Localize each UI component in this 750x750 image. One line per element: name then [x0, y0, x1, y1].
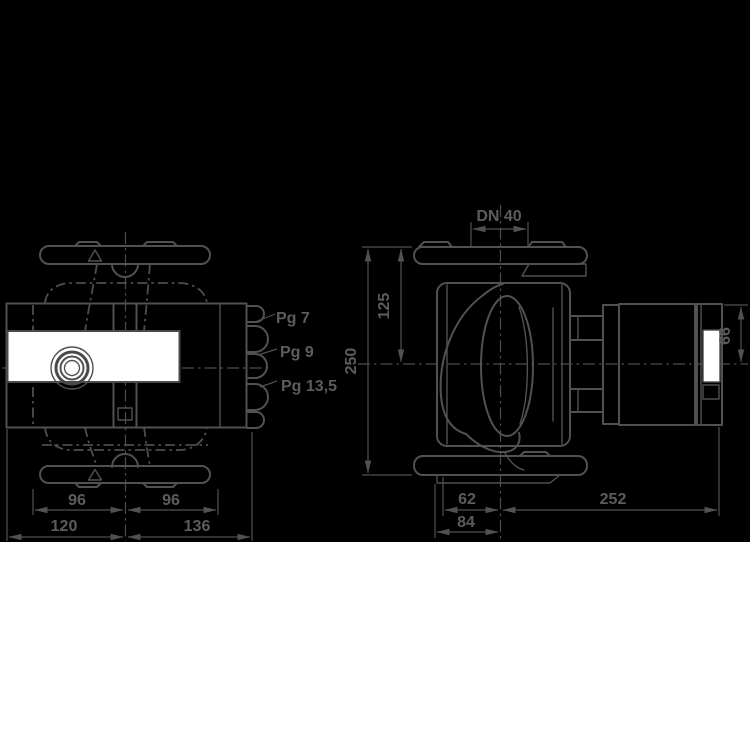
- dim-label-84: 84: [457, 514, 475, 531]
- page-background-lower: [0, 542, 750, 750]
- motor-label-step: [702, 384, 720, 400]
- gland-hook-top: [246, 305, 265, 323]
- motor-label-plate: [702, 329, 721, 383]
- dim-label-66: 66: [717, 327, 734, 345]
- lower-neck-left: [84, 426, 98, 467]
- motor-body: [618, 303, 696, 426]
- dim-label-dn40: DN 40: [476, 208, 521, 225]
- gland-hook-bottom: [246, 411, 265, 429]
- dim-label-136: 136: [184, 518, 211, 535]
- pump-body-top-dome: [44, 282, 208, 304]
- motor-end-cap: [696, 303, 723, 426]
- gland-label-pg13: Pg 13,5: [281, 378, 337, 395]
- leader-pg9: [257, 348, 278, 356]
- volute-tongue-curve: [465, 432, 521, 453]
- dim-label-96-left: 96: [68, 492, 86, 509]
- volute-neck-curve: [481, 283, 504, 297]
- port-circle-outer: [50, 346, 94, 390]
- side-top-union-bar: [413, 246, 588, 265]
- gland-bump-pg13: [246, 383, 269, 411]
- bottom-pipe-union-bar: [39, 465, 211, 484]
- top-union-nut-arch: [111, 263, 139, 278]
- side-top-union-step: [521, 263, 587, 277]
- gland-bump-pg7: [246, 325, 269, 353]
- dim-label-96-right: 96: [162, 492, 180, 509]
- bottom-union-nut-arch: [111, 453, 139, 468]
- side-top-bar-bump-left: [418, 241, 453, 248]
- box-detail-clip: [117, 407, 133, 421]
- nameplate-panel: [6, 330, 181, 383]
- pump-housing-outline: [436, 282, 571, 447]
- dim-label-120: 120: [51, 518, 78, 535]
- side-top-bar-bump-right: [527, 241, 567, 248]
- port-circle-ring: [54, 350, 90, 386]
- leader-pg7: [254, 313, 276, 323]
- side-bottom-union-bar: [413, 455, 588, 476]
- neck-outline-right: [143, 263, 151, 332]
- flow-direction-triangle-bottom: [87, 468, 103, 481]
- top-pipe-union-bar: [39, 245, 211, 265]
- dim-label-250: 250: [343, 348, 360, 375]
- gland-label-pg9: Pg 9: [280, 344, 314, 361]
- gland-bump-pg9: [246, 353, 268, 379]
- bottom-bar-bump-left: [74, 482, 102, 488]
- side-view: DN 40: [343, 205, 748, 541]
- volute-spiral-curve: [439, 295, 483, 435]
- bottom-bar-bump-right: [142, 482, 178, 488]
- neck-outline-left: [84, 263, 98, 332]
- gland-label-pg7: Pg 7: [276, 310, 310, 327]
- side-bottom-bar-bump: [519, 451, 551, 457]
- flow-direction-triangle-top: [87, 249, 103, 262]
- dim-label-252: 252: [600, 491, 627, 508]
- leader-pg13: [259, 380, 278, 388]
- port-circle-mid: [59, 355, 85, 381]
- top-bar-bump-right: [142, 241, 178, 247]
- impeller-crescent: [518, 306, 529, 425]
- lower-neck-right: [143, 426, 151, 467]
- side-bottom-union-step: [436, 474, 561, 484]
- impeller-housing-ellipse: [480, 295, 534, 437]
- dim-label-62: 62: [458, 491, 476, 508]
- port-circle-inner: [63, 359, 81, 377]
- dim-label-125: 125: [376, 293, 393, 320]
- front-view: Pg 7 Pg 9 Pg 13,5 96 96 120 136: [2, 232, 337, 541]
- top-bar-bump-left: [74, 241, 102, 247]
